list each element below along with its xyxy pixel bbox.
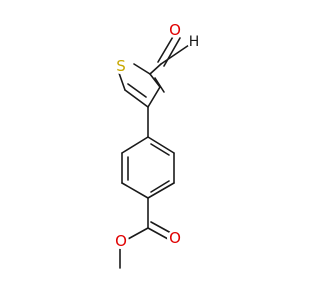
atom-label-aldehyde-hydrogen: H (189, 34, 200, 50)
bond-ester-c-o (127, 227, 149, 240)
molecule-structure: O H S O O (113, 21, 201, 269)
bond-c2-aldehyde (149, 63, 162, 75)
bond-c2-s (133, 63, 151, 75)
bond-bz-4-5 (147, 182, 175, 199)
bond-s-c5 (118, 72, 126, 91)
bond-ester-co-b (150, 221, 172, 234)
bond-bz-inner-b (150, 180, 170, 193)
bond-c5-c4 (124, 89, 149, 108)
bond-ester-co-a (147, 227, 169, 240)
bond-aldehyde-ch (160, 44, 190, 65)
bond-c3-c2 (149, 73, 161, 88)
atom-label-ester-oxygen: O (115, 232, 127, 250)
atom-label-thiophene-sulfur: S (116, 57, 126, 75)
bond-bz-6-1 (147, 136, 175, 154)
structure-canvas: O H S O O (113, 21, 201, 269)
bond-bz-1-2 (121, 136, 149, 154)
atom-label-carbonyl-oxygen: O (169, 229, 181, 247)
bonds-group (118, 34, 190, 269)
bond-bz-3-4 (121, 182, 149, 199)
bond-bz-inner-c (150, 143, 170, 156)
bond-c5-c4-inner (127, 83, 147, 98)
bond-aldehyde-co-a (157, 34, 175, 63)
atom-label-aldehyde-oxygen: O (169, 21, 181, 39)
atoms-group: O H S O O (113, 21, 201, 250)
bond-c3-c2-inner (154, 77, 165, 93)
bond-aldehyde-co-b (163, 37, 181, 67)
bond-c4-c3 (147, 86, 161, 108)
